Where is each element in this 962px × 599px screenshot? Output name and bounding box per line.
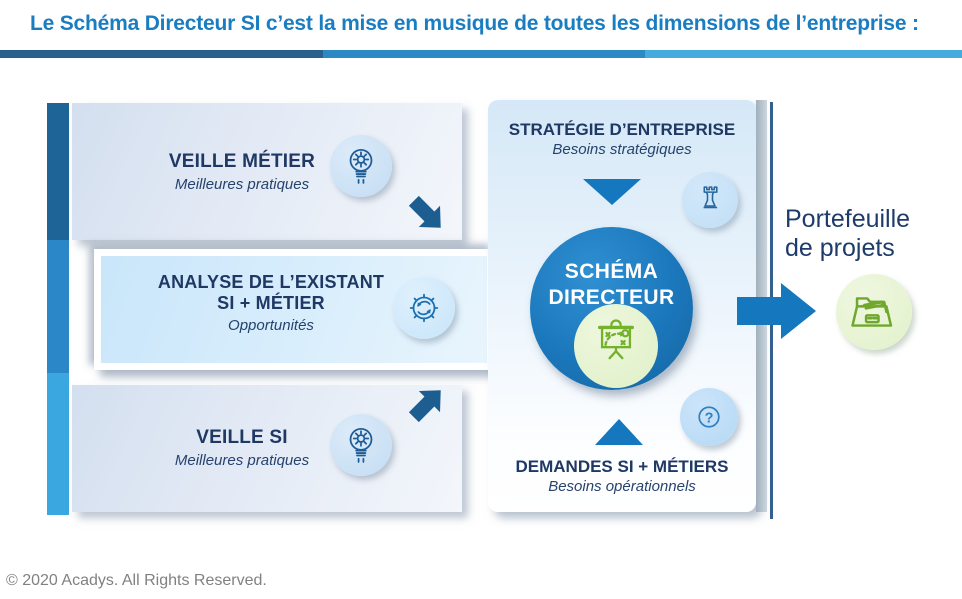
triangle-down-icon [583,179,641,205]
demandes-title: DEMANDES SI + MÉTIERS [515,457,729,476]
arrow-down-right-icon [408,195,441,228]
side-strip-segment-3 [47,373,69,515]
veille-si-title: VEILLE SI [196,427,288,448]
analyse-existant-text: ANALYSE DE L’EXISTANT SI + MÉTIER Opport… [126,272,416,334]
analyse-existant-box: ANALYSE DE L’EXISTANT SI + MÉTIER Opport… [94,249,494,370]
side-strip [47,103,69,515]
strategie-subtitle: Besoins stratégiques [552,141,692,158]
triangle-up-icon [595,419,643,445]
strategie-title: STRATÉGIE D’ENTREPRISE [508,120,736,139]
veille-metier-text: VEILLE MÉTIER Meilleures pratiques [102,151,382,193]
divider-segment-light [645,50,962,58]
analyse-existant-inner: ANALYSE DE L’EXISTANT SI + MÉTIER Opport… [101,256,487,363]
veille-metier-box: VEILLE MÉTIER Meilleures pratiques [72,103,462,240]
analyse-existant-title2: SI + MÉTIER [217,293,325,313]
side-strip-segment-1 [47,103,69,240]
schema-directeur-panel: STRATÉGIE D’ENTREPRISE Besoins stratégiq… [488,100,756,512]
schema-directeur-hub: SCHÉMA DIRECTEUR [530,227,693,390]
page-title: Le Schéma Directeur SI c’est la mise en … [30,12,919,35]
portefeuille-label: Portefeuille de projets [785,205,960,263]
side-strip-segment-2 [47,240,69,373]
hub-line1: SCHÉMA [564,260,659,283]
strategy-board-icon [574,304,658,388]
veille-metier-subtitle: Meilleures pratiques [174,176,310,193]
question-mark-icon: ? [680,388,738,446]
hub-line2: DIRECTEUR [548,286,675,309]
arrow-up-right-icon [408,390,441,423]
divider-segment-mid [323,50,645,58]
arrow-right-large-icon [737,283,816,339]
veille-si-subtitle: Meilleures pratiques [174,452,310,469]
portefeuille-label-line2: de projets [785,234,895,262]
divider-segment-dark [0,50,323,58]
bulb-gear-icon [330,414,392,476]
veille-si-box: VEILLE SI Meilleures pratiques [72,385,462,512]
bulb-gear-icon [330,135,392,197]
question-mark-glyph: ? [705,410,714,426]
copyright-text: © 2020 Acadys. All Rights Reserved. [6,572,267,589]
divider-bar [0,50,962,58]
analyse-existant-title: ANALYSE DE L’EXISTANT [157,272,385,292]
folder-projects-icon [836,274,912,350]
gear-sync-icon [393,277,455,339]
veille-si-text: VEILLE SI Meilleures pratiques [102,427,382,469]
portefeuille-label-line1: Portefeuille [785,205,911,233]
veille-metier-title: VEILLE MÉTIER [168,151,316,172]
analyse-existant-subtitle: Opportunités [228,317,314,334]
chess-rook-icon [682,172,738,228]
demandes-subtitle: Besoins opérationnels [548,478,696,495]
